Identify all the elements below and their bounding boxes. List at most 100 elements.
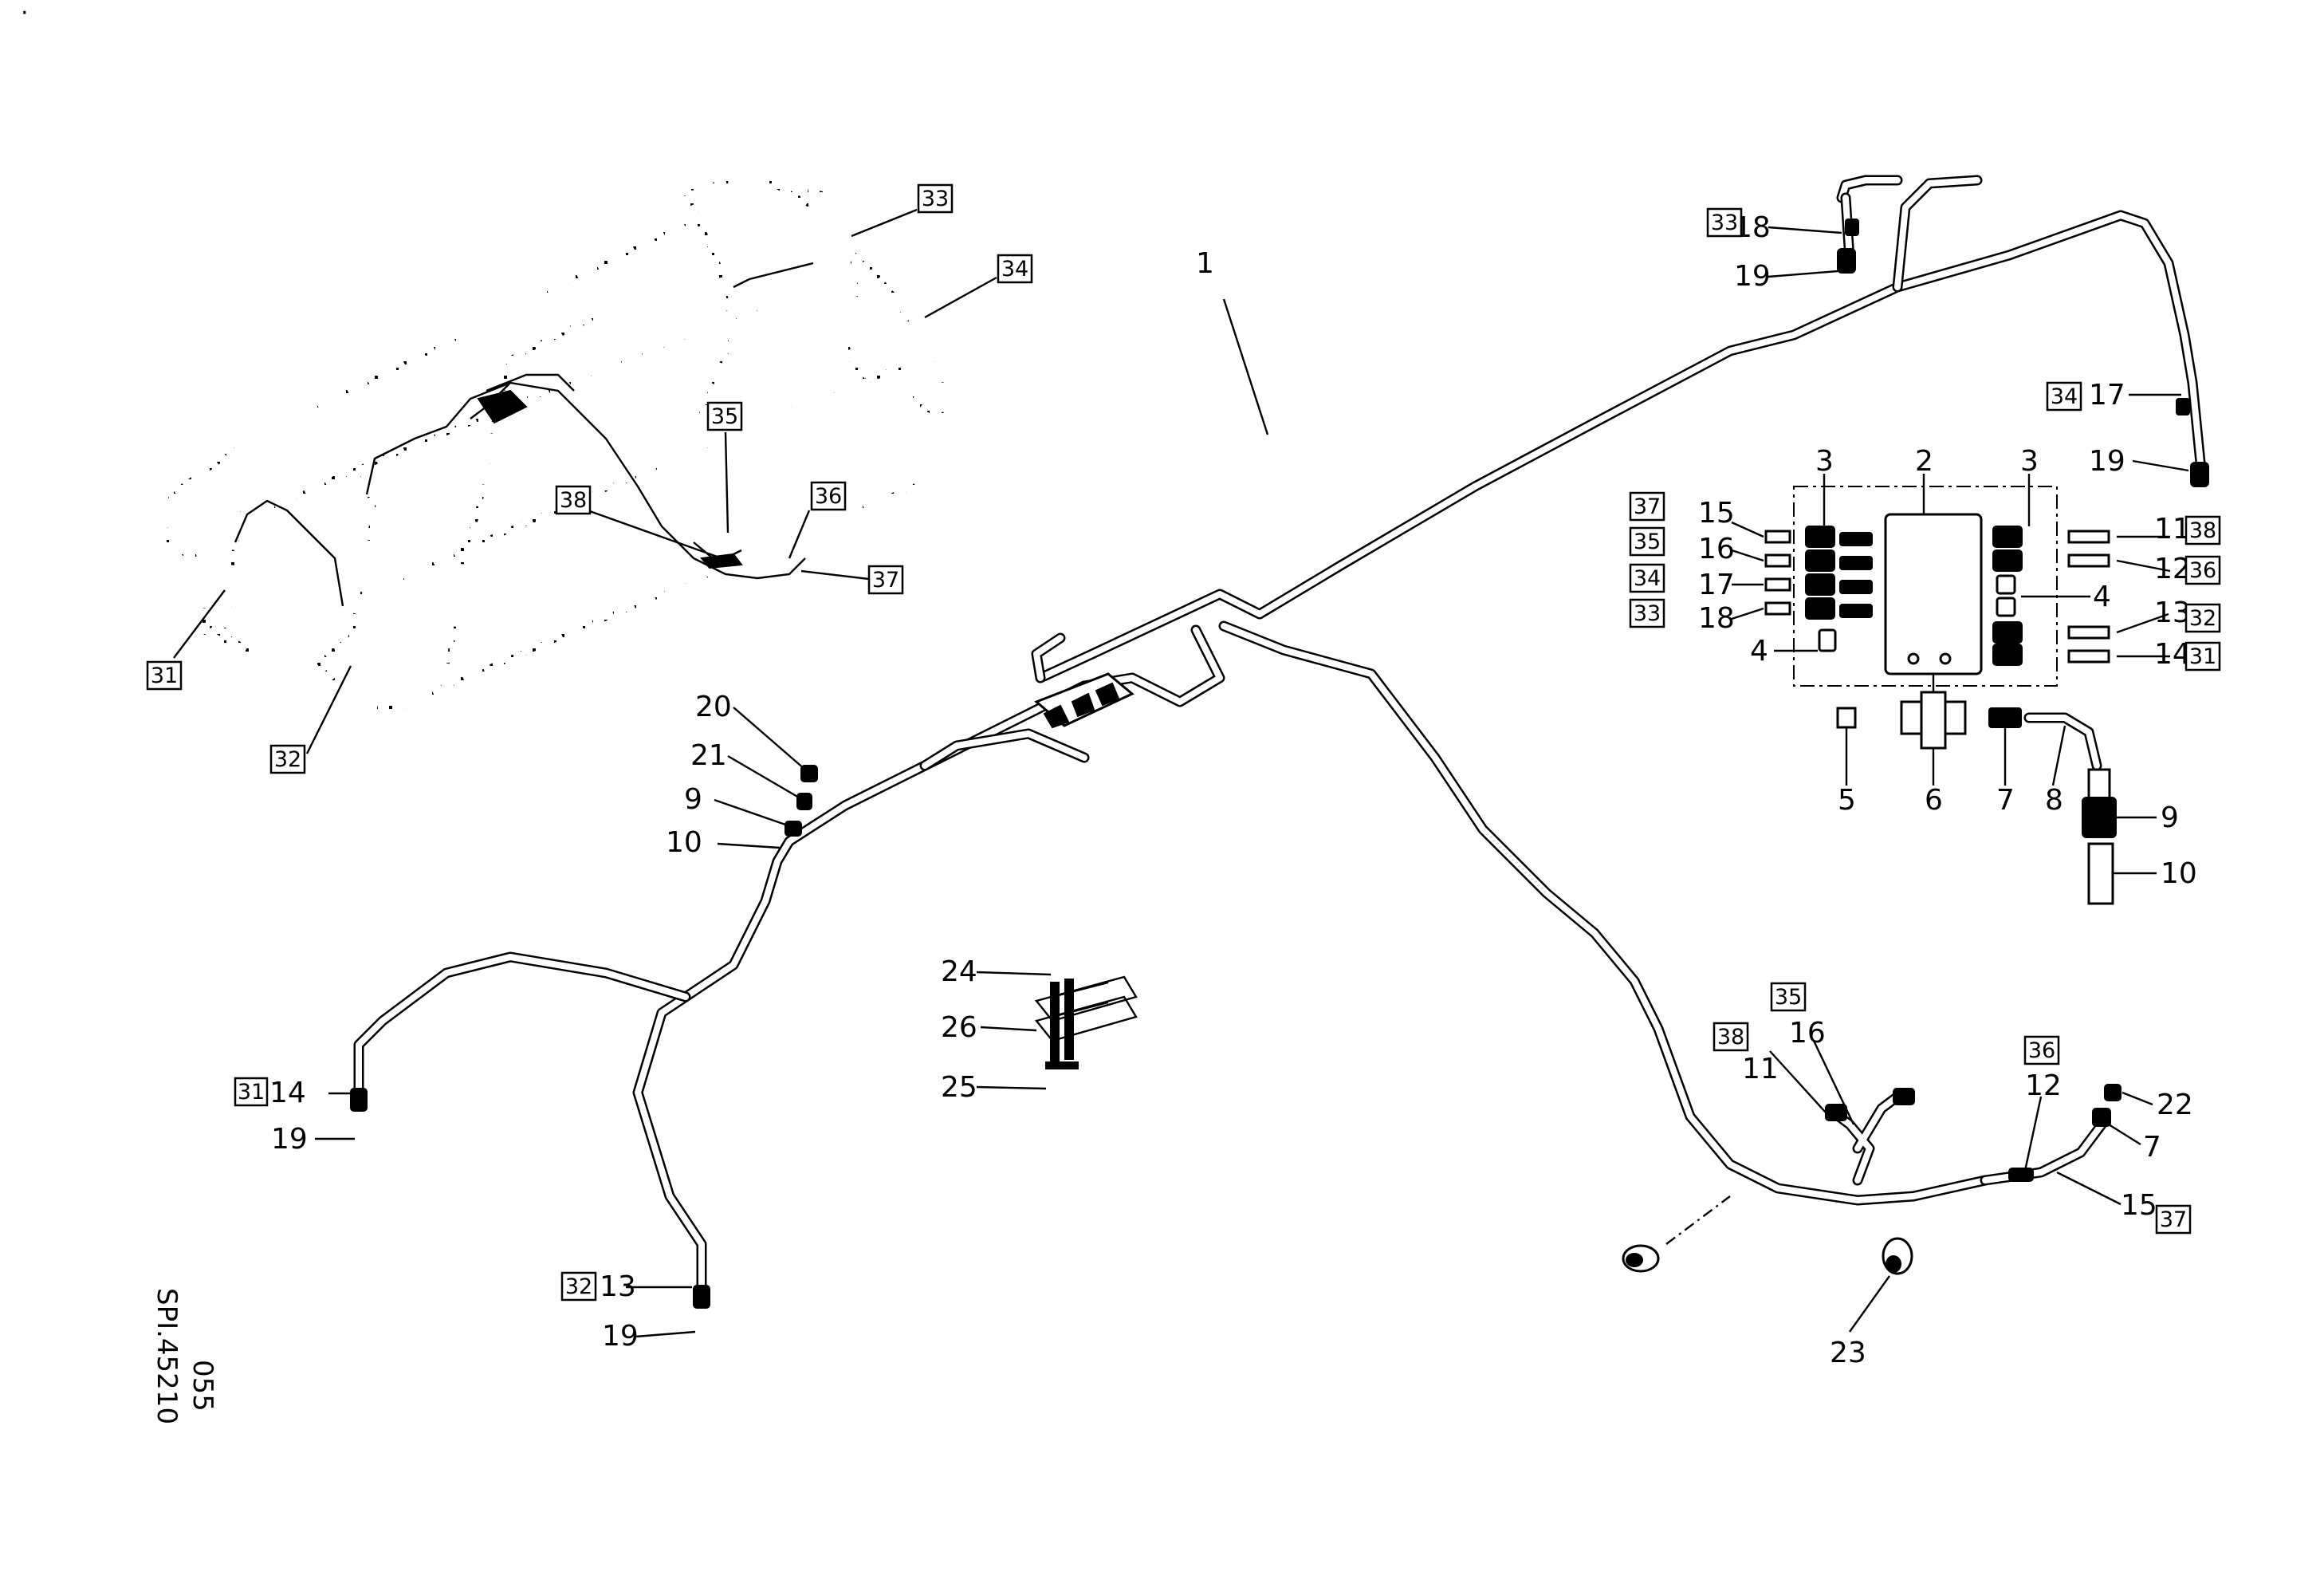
label-15: 15 bbox=[2121, 1189, 2157, 1222]
harness-leaders bbox=[315, 226, 2189, 1338]
callout-box-32-label: 32 bbox=[274, 747, 301, 772]
label-5: 5 bbox=[1838, 784, 1856, 817]
label-17: 17 bbox=[2089, 379, 2125, 412]
label-23: 23 bbox=[1830, 1337, 1866, 1369]
callout-box-36-detail: 36 bbox=[2184, 555, 2221, 585]
callout-box-36-lower: 36 bbox=[2023, 1035, 2060, 1065]
callout-box-31-label: 31 bbox=[151, 664, 178, 688]
document-code-sub: 055 bbox=[187, 1360, 218, 1412]
callout-box-33-top-label: 33 bbox=[1711, 211, 1738, 235]
callout-box-35-label: 35 bbox=[711, 404, 738, 429]
callout-box-35-detail-label: 35 bbox=[1634, 530, 1661, 554]
callout-box-34-label: 34 bbox=[1001, 257, 1028, 282]
callout-box-37-detail: 37 bbox=[1629, 491, 1665, 522]
label-7-detail: 7 bbox=[1996, 784, 2015, 817]
callout-box-32-detail-label: 32 bbox=[2189, 606, 2216, 631]
label-22: 22 bbox=[2157, 1089, 2193, 1121]
callout-box-33-detail: 33 bbox=[1629, 598, 1665, 628]
label-16-detail: 16 bbox=[1698, 533, 1735, 565]
label-3-left: 3 bbox=[1815, 445, 1834, 478]
label-13: 13 bbox=[600, 1270, 636, 1303]
label-10: 10 bbox=[666, 826, 702, 859]
callout-box-35-lower: 35 bbox=[1770, 982, 1807, 1012]
distributor-detail-frame bbox=[1764, 486, 2117, 905]
callout-box-34-right-label: 34 bbox=[2051, 384, 2078, 409]
label-4-left: 4 bbox=[1750, 635, 1768, 668]
label-10-detail: 10 bbox=[2161, 857, 2197, 890]
harness-distributor-block bbox=[1034, 672, 1134, 729]
callout-box-31-chassis: 31 bbox=[146, 660, 183, 691]
callout-box-38-label: 38 bbox=[560, 488, 587, 513]
label-19-top: 19 bbox=[1734, 260, 1771, 293]
callout-box-37-label: 37 bbox=[872, 568, 899, 593]
label-24: 24 bbox=[941, 955, 977, 988]
label-19-left: 19 bbox=[271, 1123, 308, 1156]
label-20: 20 bbox=[695, 691, 732, 723]
label-1: 1 bbox=[1196, 247, 1214, 280]
callout-box-37-detail-label: 37 bbox=[1634, 494, 1661, 519]
label-9: 9 bbox=[684, 783, 702, 816]
callout-box-36-detail-label: 36 bbox=[2189, 558, 2216, 583]
detail-leaders bbox=[1731, 474, 2171, 875]
label-25: 25 bbox=[941, 1071, 977, 1104]
callout-box-32-bottom-label: 32 bbox=[565, 1274, 592, 1299]
label-14: 14 bbox=[269, 1077, 306, 1109]
callout-box-33-top: 33 bbox=[1706, 207, 1743, 238]
callout-box-34-detail-label: 34 bbox=[1634, 566, 1661, 591]
callout-box-32-chassis: 32 bbox=[269, 744, 306, 774]
label-17-detail: 17 bbox=[1698, 569, 1735, 601]
label-12-detail: 12 bbox=[2154, 553, 2191, 585]
label-19-right: 19 bbox=[2089, 445, 2125, 478]
callout-box-38-detail: 38 bbox=[2184, 515, 2221, 545]
callout-box-32-bottom: 32 bbox=[560, 1271, 597, 1302]
callout-box-35-lower-label: 35 bbox=[1775, 985, 1802, 1010]
clamp-assembly bbox=[1034, 975, 1138, 1069]
label-6: 6 bbox=[1925, 784, 1943, 817]
label-15-detail: 15 bbox=[1698, 497, 1735, 530]
label-9-detail: 9 bbox=[2161, 801, 2179, 834]
callout-box-31-detail-label: 31 bbox=[2189, 644, 2216, 669]
callout-box-35-chassis: 35 bbox=[706, 401, 743, 431]
label-11-detail: 11 bbox=[2154, 513, 2191, 545]
callout-box-37-lower: 37 bbox=[2155, 1204, 2192, 1235]
corner-mark: · bbox=[21, 0, 29, 27]
harness-callouts: 33 34 37 35 34 33 38 36 bbox=[234, 207, 2221, 1302]
callout-box-37-chassis: 37 bbox=[867, 565, 904, 595]
label-21: 21 bbox=[690, 739, 727, 772]
label-2: 2 bbox=[1915, 445, 1933, 478]
callout-box-38-chassis: 38 bbox=[555, 485, 592, 515]
callout-box-38-lower: 38 bbox=[1713, 1022, 1749, 1052]
label-4-right: 4 bbox=[2093, 581, 2111, 613]
callout-box-31-left: 31 bbox=[234, 1077, 269, 1107]
callout-box-36-lower-label: 36 bbox=[2028, 1038, 2055, 1063]
document-code-main: SPI.45210 bbox=[151, 1288, 183, 1424]
callout-box-32-detail: 32 bbox=[2184, 603, 2221, 633]
label-11: 11 bbox=[1742, 1053, 1779, 1085]
bushing-parts-23 bbox=[1622, 1237, 1913, 1275]
label-14-detail: 14 bbox=[2154, 638, 2191, 671]
label-19-bottom: 19 bbox=[602, 1320, 639, 1353]
label-7: 7 bbox=[2143, 1131, 2161, 1164]
callout-box-38-lower-label: 38 bbox=[1717, 1025, 1744, 1050]
callout-box-34-detail: 34 bbox=[1629, 563, 1665, 593]
machine-chassis-overview bbox=[164, 176, 944, 713]
chassis-leaders bbox=[173, 208, 997, 754]
label-16: 16 bbox=[1789, 1017, 1826, 1050]
callout-box-34-right: 34 bbox=[2046, 381, 2082, 412]
label-3-right: 3 bbox=[2020, 445, 2039, 478]
hose-end-fittings bbox=[350, 219, 2209, 1309]
callout-box-33-chassis: 33 bbox=[917, 183, 954, 214]
callout-box-35-detail: 35 bbox=[1629, 526, 1665, 557]
callout-box-38-detail-label: 38 bbox=[2189, 518, 2216, 543]
callout-box-31-left-label: 31 bbox=[238, 1080, 265, 1105]
part-number-labels: 1 2 3 3 4 4 5 6 7 8 9 10 11 12 13 14 15 … bbox=[269, 211, 2197, 1369]
label-8: 8 bbox=[2045, 784, 2063, 817]
callout-box-36-chassis: 36 bbox=[810, 481, 847, 511]
callout-box-37-lower-label: 37 bbox=[2160, 1207, 2187, 1232]
callout-box-34-chassis: 34 bbox=[997, 254, 1033, 284]
callout-box-36-label: 36 bbox=[815, 484, 842, 509]
label-18-detail: 18 bbox=[1698, 602, 1735, 635]
label-13-detail: 13 bbox=[2154, 597, 2191, 629]
callout-box-33-detail-label: 33 bbox=[1634, 601, 1661, 626]
callout-box-31-detail: 31 bbox=[2184, 641, 2221, 671]
